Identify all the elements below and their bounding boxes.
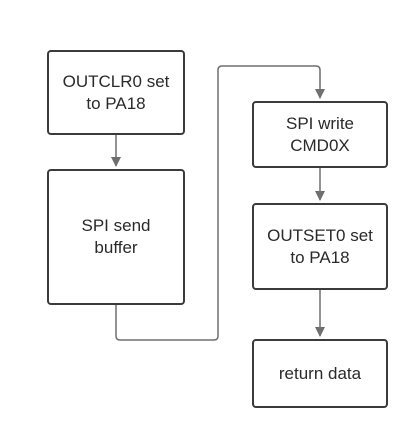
node-outclr0-set: OUTCLR0 set to PA18 — [47, 50, 185, 135]
node-spi-send-buffer: SPI send buffer — [47, 169, 185, 305]
node-label: SPI write CMD0X — [285, 113, 355, 155]
node-return-data: return data — [252, 339, 388, 408]
connector-spisend-to-spiwrite — [115, 65, 325, 341]
node-label: OUTCLR0 set to PA18 — [62, 71, 170, 113]
node-outset0-set: OUTSET0 set to PA18 — [252, 203, 388, 290]
node-label: SPI send buffer — [81, 216, 151, 257]
node-spi-write-cmd0x: SPI write CMD0X — [252, 101, 388, 168]
node-label: return data — [278, 363, 362, 383]
node-label: OUTSET0 set to PA18 — [267, 225, 373, 267]
